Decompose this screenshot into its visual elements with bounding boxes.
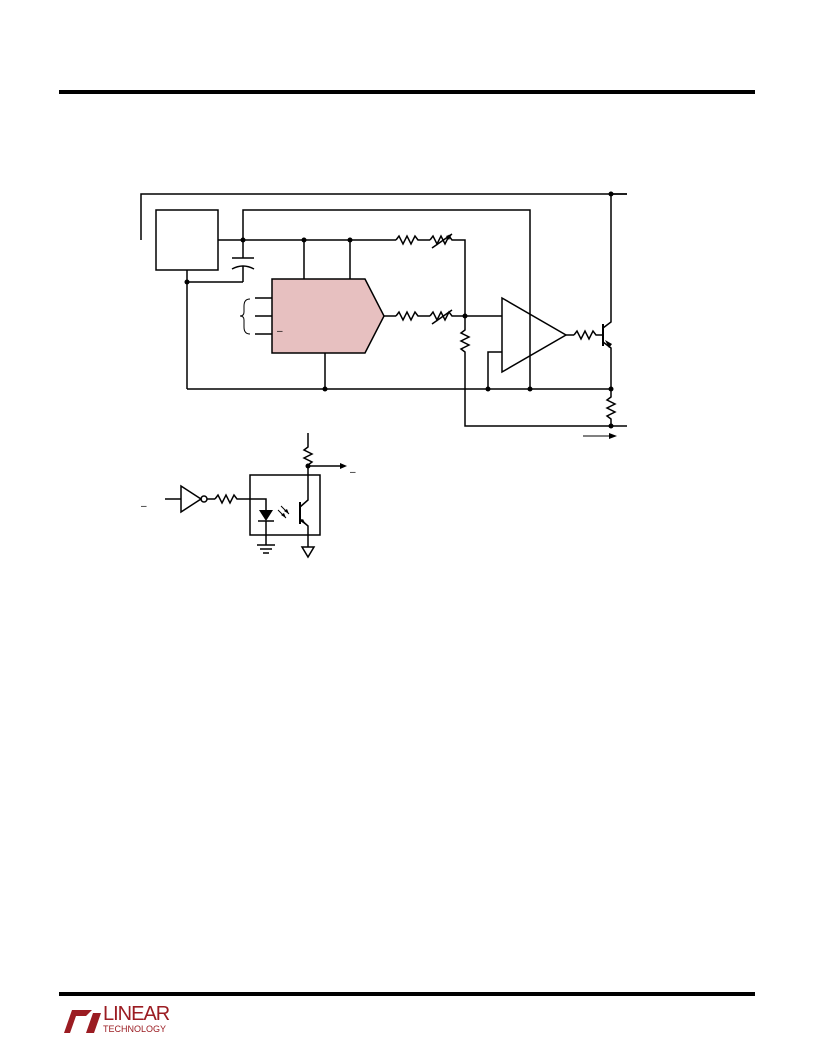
resistor-base	[573, 329, 603, 341]
resistor-led	[214, 493, 267, 510]
top-rule	[59, 90, 755, 94]
brand-name: LINEAR	[103, 1003, 170, 1025]
resistor-sense	[605, 389, 617, 426]
resistor-mid-1	[395, 310, 430, 322]
opto-overbar-mark-left: –	[141, 501, 147, 512]
input-brace	[239, 298, 251, 335]
dac-block	[271, 278, 385, 354]
trimmer-top	[429, 234, 466, 316]
dac-overbar-mark: –	[277, 326, 283, 337]
wire-top-loop	[140, 193, 627, 240]
resistor-top-1	[395, 234, 430, 246]
pullup-resistor	[302, 433, 314, 466]
led-triangle	[259, 510, 273, 521]
ground-arrow-symbol	[300, 546, 316, 559]
brand-logo-icon	[64, 1010, 101, 1033]
opto-overbar-mark-right: –	[350, 467, 356, 478]
wire-reference-loop	[242, 209, 531, 389]
optocoupler-box	[249, 474, 321, 536]
op-amp	[501, 296, 568, 374]
bottom-rule	[59, 992, 755, 996]
inverter-gate	[180, 484, 203, 514]
reference-block	[155, 209, 219, 271]
brand-subtitle: TECHNOLOGY	[103, 1024, 167, 1034]
trimmer-mid	[429, 310, 502, 322]
